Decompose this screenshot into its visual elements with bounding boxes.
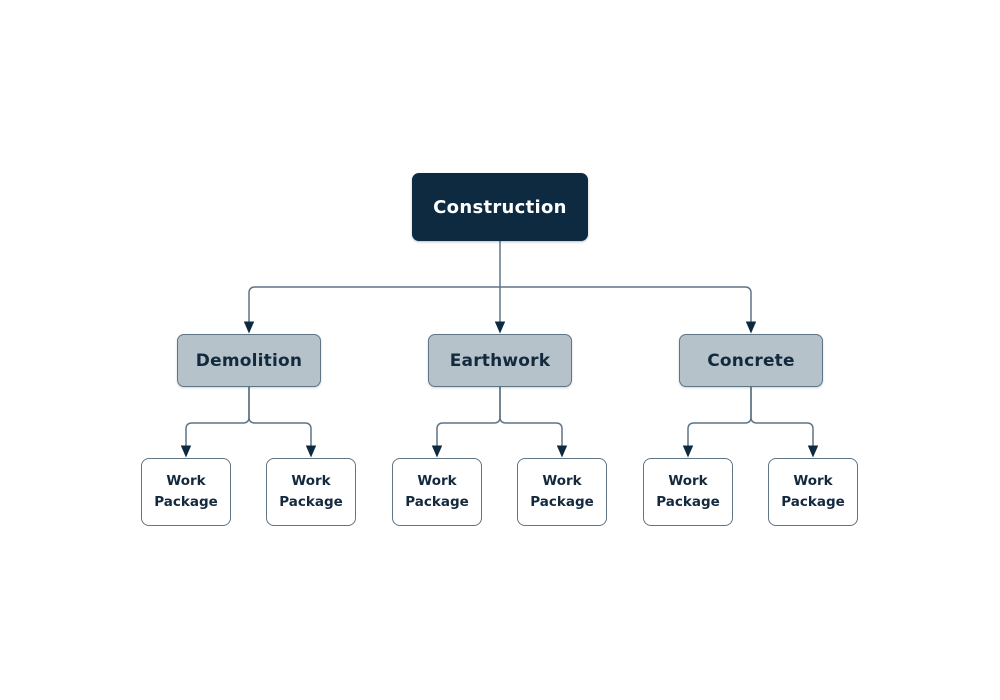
arrowhead-earthwork bbox=[494, 321, 506, 334]
node-concrete: Concrete bbox=[679, 334, 823, 387]
leaf-node-work-package-2: Work Package bbox=[266, 458, 356, 526]
edge-concrete-to-wp6 bbox=[750, 387, 814, 446]
arrowhead-wp1 bbox=[180, 445, 192, 458]
node-construction: Construction bbox=[412, 173, 588, 241]
arrowhead-wp5 bbox=[682, 445, 694, 458]
edge-root-to-demolition bbox=[248, 286, 500, 322]
leaf-node-work-package-4: Work Package bbox=[517, 458, 607, 526]
arrowhead-wp4 bbox=[556, 445, 568, 458]
edge-earthwork-to-wp4 bbox=[499, 387, 563, 446]
edge-demolition-to-wp2 bbox=[248, 387, 312, 446]
arrowhead-demolition bbox=[243, 321, 255, 334]
leaf-node-work-package-6: Work Package bbox=[768, 458, 858, 526]
node-demolition: Demolition bbox=[177, 334, 321, 387]
edge-root-to-concrete bbox=[500, 286, 752, 322]
arrowhead-wp3 bbox=[431, 445, 443, 458]
node-earthwork: Earthwork bbox=[428, 334, 572, 387]
edge-earthwork-to-wp3 bbox=[436, 387, 501, 446]
leaf-node-work-package-3: Work Package bbox=[392, 458, 482, 526]
leaf-node-work-package-5: Work Package bbox=[643, 458, 733, 526]
arrowhead-wp6 bbox=[807, 445, 819, 458]
arrowhead-wp2 bbox=[305, 445, 317, 458]
leaf-node-work-package-1: Work Package bbox=[141, 458, 231, 526]
edge-concrete-to-wp5 bbox=[687, 387, 752, 446]
edge-demolition-to-wp1 bbox=[185, 387, 250, 446]
arrowhead-concrete bbox=[745, 321, 757, 334]
